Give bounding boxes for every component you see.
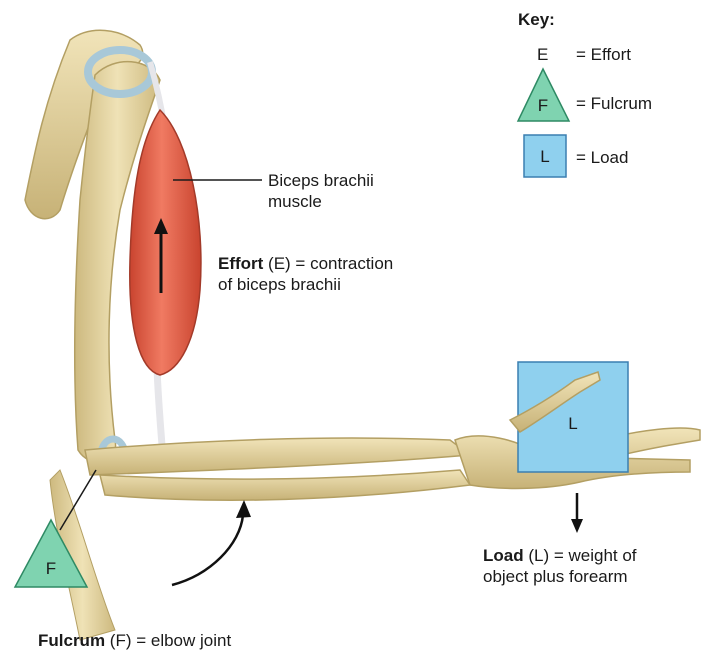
effort-label-line2: of biceps brachii [218,274,341,295]
load-label-bold: Load [483,546,524,565]
fulcrum-label: Fulcrum (F) = elbow joint [38,630,231,651]
biceps-lower-tendon [157,368,162,445]
fulcrum-label-bold: Fulcrum [38,631,105,650]
fulcrum-triangle-symbol: F [46,559,56,578]
load-arrow-head [571,519,583,533]
key-load-label: = Load [576,148,628,168]
fulcrum-rotation-arrow [172,515,243,585]
effort-label-line1: Effort (E) = contraction [218,253,393,274]
radius-bone [100,470,470,500]
biceps-label-line2: muscle [268,191,322,212]
biceps-label-line1: Biceps brachii [268,170,374,191]
key-effort-symbol: E [537,45,548,65]
key-effort-label: = Effort [576,45,631,65]
key-load-symbol: L [540,147,549,166]
key-fulcrum-label: = Fulcrum [576,94,652,114]
load-label-line1: Load (L) = weight of [483,545,637,566]
effort-label-rest: (E) = contraction [263,254,393,273]
key-fulcrum-symbol: F [538,96,548,115]
load-label-line2: object plus forearm [483,566,628,587]
fulcrum-label-rest: (F) = elbow joint [105,631,231,650]
load-label-rest: (L) = weight of [524,546,637,565]
ulna-bone [85,438,470,475]
load-box-symbol: L [568,414,577,433]
fulcrum-rotation-arrow-head [236,500,251,518]
key-title: Key: [518,10,555,30]
effort-label-bold: Effort [218,254,263,273]
biceps-muscle [130,110,201,375]
